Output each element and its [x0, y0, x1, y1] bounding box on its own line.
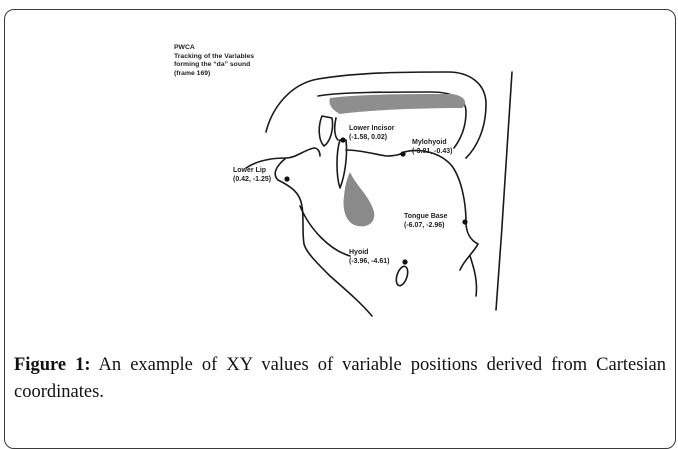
- hyoid-bone: [394, 265, 410, 287]
- point-name: Hyoid: [349, 248, 389, 257]
- figure-label: Figure 1:: [14, 355, 91, 375]
- lower-lip-label: Lower Lip (0.42, -1.25): [233, 166, 271, 184]
- diagram-header: PWCA Tracking of the Variables forming t…: [174, 44, 254, 78]
- point-name: Lower Incisor: [349, 124, 395, 133]
- point-name: Tongue Base: [404, 212, 447, 221]
- tongue-tip-shading: [344, 172, 375, 226]
- palate-shading: [329, 94, 465, 114]
- pharyngeal-wall: [496, 72, 512, 310]
- point-coords: (-6.07, -2.96): [404, 221, 447, 230]
- point-name: Lower Lip: [233, 166, 271, 175]
- point-coords: (-3.96, -4.61): [349, 257, 389, 266]
- header-line: forming the “da” sound: [174, 61, 254, 70]
- lower-incisor: [337, 140, 347, 188]
- lower-incisor-label: Lower Incisor (-1.58, 0.02): [349, 124, 395, 142]
- tongue-base-point: [462, 219, 467, 224]
- lower-lip-point: [284, 176, 289, 181]
- upper-incisor: [319, 116, 332, 146]
- caption-text: An example of XY values of variable posi…: [14, 355, 666, 402]
- mylohyoid-point: [400, 151, 405, 156]
- header-line: (frame 169): [174, 70, 254, 79]
- tongue-base-label: Tongue Base (-6.07, -2.96): [404, 212, 447, 230]
- hyoid-point: [402, 259, 407, 264]
- header-line: PWCA: [174, 44, 254, 53]
- point-coords: (-3.81, -0.43): [412, 147, 452, 156]
- figure-caption: Figure 1: An example of XY values of var…: [14, 352, 666, 406]
- mylohyoid-label: Mylohyoid (-3.81, -0.43): [412, 138, 452, 156]
- hyoid-label: Hyoid (-3.96, -4.61): [349, 248, 389, 266]
- point-coords: (0.42, -1.25): [233, 175, 271, 184]
- lower-incisor-point: [340, 137, 345, 142]
- point-coords: (-1.58, 0.02): [349, 133, 395, 142]
- palate-outline: [266, 72, 486, 158]
- point-name: Mylohyoid: [412, 138, 452, 147]
- header-line: Tracking of the Variables: [174, 53, 254, 62]
